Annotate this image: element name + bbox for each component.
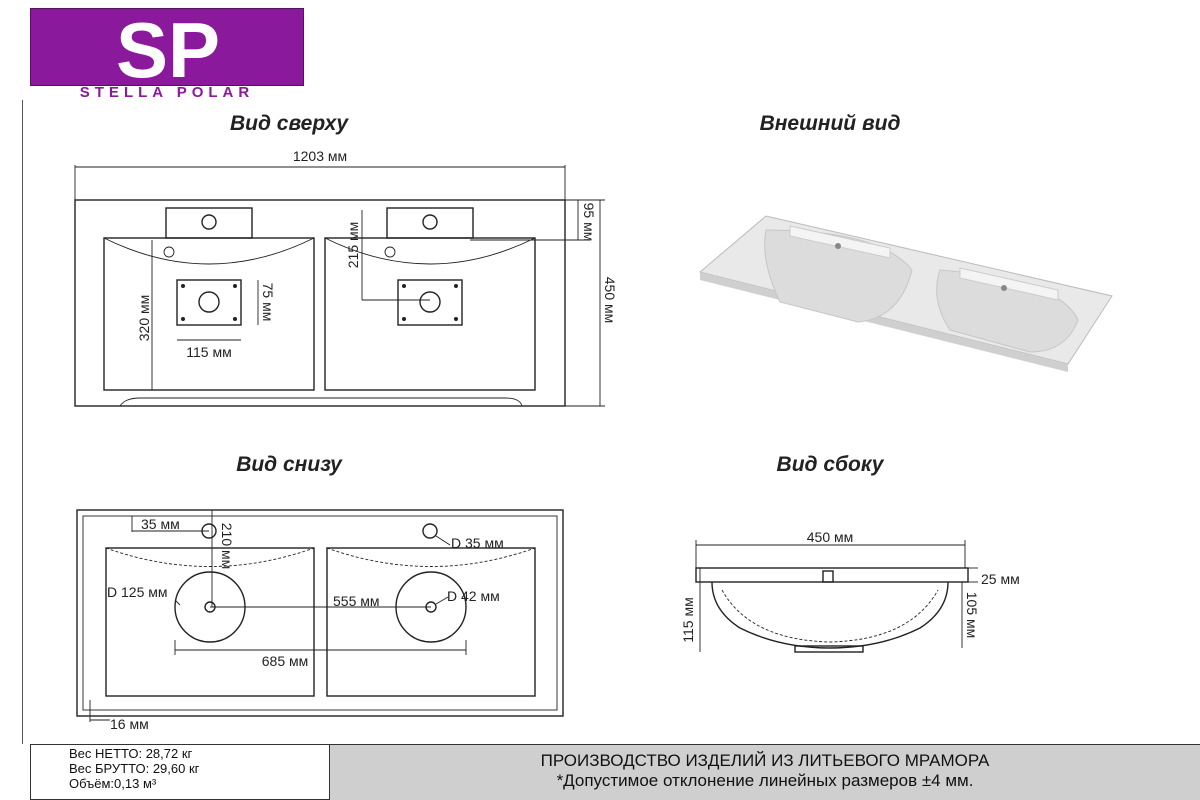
volume: Объём:0,13 м³ <box>69 776 157 791</box>
side-basin-profile <box>711 581 949 649</box>
left-drain-plate <box>176 279 242 326</box>
frame-left-line <box>22 100 23 744</box>
right-drain-plate <box>397 279 463 326</box>
left-tap-block <box>165 207 253 239</box>
label-side-105: 105 мм <box>964 592 980 639</box>
bottom-right-tap-hole <box>422 523 438 539</box>
top-view: 1203 мм 320 мм 75 мм 115 мм 215 мм 95 мм <box>74 148 618 407</box>
title-bottom-view: Вид снизу <box>236 453 343 476</box>
title-top-view: Вид сверху <box>230 112 349 135</box>
right-tap-hole <box>422 214 438 230</box>
net-weight: Вес НЕТТО: 28,72 кг <box>69 746 193 761</box>
left-drain-hole <box>198 291 220 313</box>
left-overflow-icon <box>163 246 175 258</box>
side-top-slab <box>695 567 969 583</box>
bottom-view: 35 мм 210 мм D 35 мм D 125 мм 555 мм D 4… <box>76 509 564 732</box>
top-outline <box>74 199 566 407</box>
right-overflow-icon <box>384 246 396 258</box>
production-text: ПРОИЗВОДСТВО ИЗДЕЛИЙ ИЗ ЛИТЬЕВОГО МРАМОР… <box>540 751 990 770</box>
label-d125: D 125 мм <box>107 584 168 600</box>
left-tap-hole <box>201 214 217 230</box>
logo-mark: SP <box>116 9 220 87</box>
tolerance-text: *Допустимое отклонение линейных размеров… <box>556 771 974 790</box>
external-view <box>698 215 1113 372</box>
label-d35: D 35 мм <box>451 535 504 551</box>
side-view: 450 мм 25 мм 115 мм 105 мм <box>680 529 1020 653</box>
bottom-left-basin <box>105 547 315 697</box>
gross-weight: Вес БРУТТО: 29,60 кг <box>69 761 200 776</box>
footer-note: ПРОИЗВОДСТВО ИЗДЕЛИЙ ИЗ ЛИТЬЕВОГО МРАМОР… <box>330 744 1200 800</box>
logo: SP <box>30 8 304 87</box>
label-320: 320 мм <box>136 295 152 342</box>
bottom-outline <box>76 509 564 717</box>
label-450: 450 мм <box>602 277 618 324</box>
label-115: 115 мм <box>186 344 231 360</box>
label-35: 35 мм <box>141 516 180 532</box>
logo-letters: SP <box>116 9 220 87</box>
label-555: 555 мм <box>333 593 380 609</box>
right-tap-block <box>386 207 474 239</box>
label-75: 75 мм <box>260 283 276 322</box>
label-side-450: 450 мм <box>807 529 854 545</box>
title-external-view: Внешний вид <box>760 112 901 135</box>
label-side-25: 25 мм <box>981 571 1020 587</box>
label-side-115: 115 мм <box>680 597 696 642</box>
title-side-view: Вид сбоку <box>777 453 885 476</box>
label-d42: D 42 мм <box>447 588 500 604</box>
side-drain <box>794 645 864 653</box>
footer-specs: Вес НЕТТО: 28,72 кг Вес БРУТТО: 29,60 кг… <box>30 744 330 800</box>
label-210: 210 мм <box>219 523 235 570</box>
label-1203: 1203 мм <box>293 148 347 164</box>
label-685: 685 мм <box>262 653 309 669</box>
bottom-right-basin <box>326 547 536 697</box>
label-215: 215 мм <box>345 222 361 269</box>
label-95: 95 мм <box>581 203 597 242</box>
label-16: 16 мм <box>110 716 149 732</box>
right-drain-hole <box>419 291 441 313</box>
logo-brand: STELLA POLAR <box>79 84 255 101</box>
